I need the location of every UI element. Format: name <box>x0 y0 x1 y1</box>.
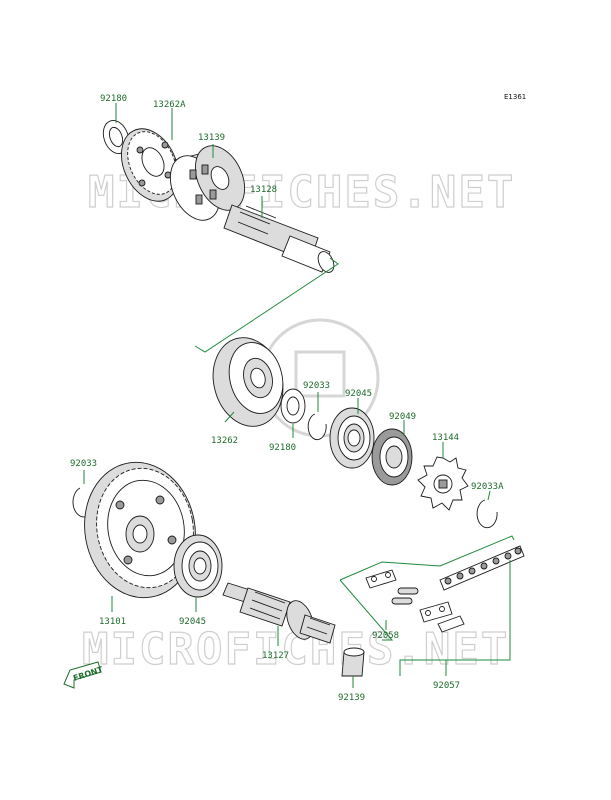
part-92033-circlip-mid[interactable] <box>307 413 327 441</box>
label-13262: 13262 <box>211 436 238 446</box>
diagram-code: E1361 <box>504 93 526 101</box>
part-13127-shaft[interactable] <box>222 582 336 644</box>
label-92180-top: 92180 <box>100 94 127 104</box>
part-92057-chain[interactable] <box>439 545 525 591</box>
part-92033A-circlip[interactable] <box>476 499 498 529</box>
part-92045-bearing-low[interactable] <box>173 534 223 598</box>
part-13139-gear[interactable] <box>161 138 255 228</box>
part-92045-bearing-mid[interactable] <box>329 407 375 469</box>
label-13127: 13127 <box>262 651 289 661</box>
part-13101-large-gear[interactable] <box>74 453 206 606</box>
label-92180-mid: 92180 <box>269 443 296 453</box>
label-92057: 92057 <box>433 681 460 691</box>
part-92180-washer-mid[interactable] <box>280 388 306 424</box>
label-13144: 13144 <box>432 433 459 443</box>
label-92033-mid: 92033 <box>303 381 330 391</box>
label-92058: 92058 <box>372 631 399 641</box>
label-92049: 92049 <box>389 412 416 422</box>
part-92139-collar[interactable] <box>341 647 365 677</box>
part-92049-oil-seal[interactable] <box>371 428 413 486</box>
label-92033-left: 92033 <box>70 459 97 469</box>
label-13128: 13128 <box>250 185 277 195</box>
part-13128-shaft[interactable] <box>223 204 337 275</box>
part-13262A-gear[interactable] <box>110 120 189 211</box>
label-13139: 13139 <box>198 133 225 143</box>
label-92045-low: 92045 <box>179 617 206 627</box>
part-13144-sprocket[interactable] <box>417 456 469 511</box>
front-arrow: FRONT <box>63 661 104 689</box>
part-92058-master-link[interactable] <box>365 569 465 633</box>
part-13262-gear[interactable] <box>204 330 293 435</box>
label-92033A: 92033A <box>471 482 504 492</box>
label-92045-mid: 92045 <box>345 389 372 399</box>
label-13262A: 13262A <box>153 100 186 110</box>
label-92139: 92139 <box>338 693 365 703</box>
label-13101: 13101 <box>99 617 126 627</box>
